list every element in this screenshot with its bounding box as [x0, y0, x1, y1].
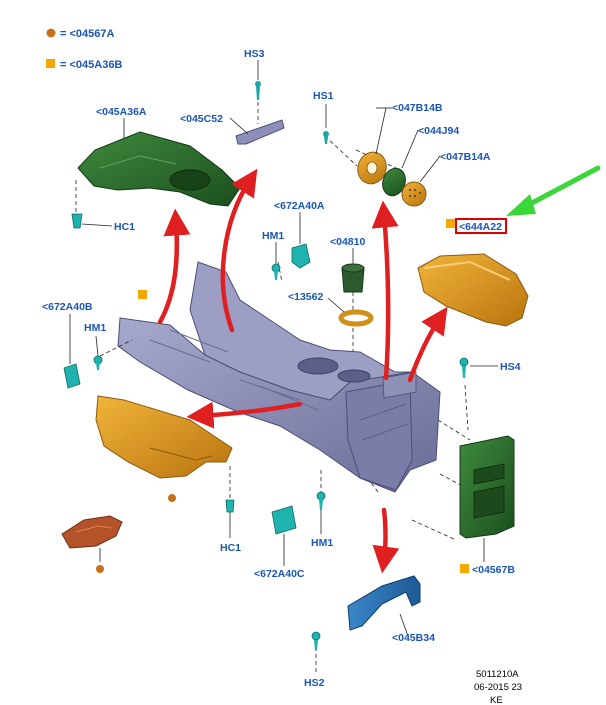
- part-shift-boot: [61, 515, 123, 573]
- part-hc1-top-clip: [71, 213, 113, 229]
- label-hs3: HS3: [244, 48, 265, 60]
- label-672a40a: <672A40A: [274, 200, 325, 212]
- part-045b34-bracket: [347, 575, 421, 637]
- square-marker-04567b: [460, 564, 469, 573]
- part-04810-cup: [341, 248, 365, 293]
- part-left-orange-trim: [95, 395, 233, 502]
- part-047b14b-ring: [357, 107, 392, 185]
- label-047b14b: <047B14B: [392, 102, 443, 114]
- label-04810: <04810: [330, 236, 365, 248]
- legend-label-04567a: = <04567A: [60, 28, 114, 40]
- footer-code-block: 5011210A 06-2015 23 KE: [474, 669, 522, 705]
- part-045a36a-panel: [77, 131, 241, 207]
- legend-label-045a36b: = <045A36B: [60, 59, 122, 71]
- part-672a40b-clip: [63, 314, 81, 389]
- part-hm1-top-bolt: [271, 242, 281, 280]
- part-hs1-screw: [323, 104, 329, 144]
- footer-revision: KE: [490, 695, 503, 705]
- label-hs1: HS1: [313, 90, 334, 102]
- label-hc1-top: HC1: [114, 221, 135, 233]
- label-hs2: HS2: [304, 677, 325, 689]
- label-047b14a: <047B14A: [440, 151, 491, 163]
- part-13562-ring: [327, 297, 374, 327]
- label-672a40c: <672A40C: [254, 568, 305, 580]
- green-pointer-arrow: [506, 165, 601, 216]
- footer-code: 5011210A: [476, 669, 519, 680]
- legend: = <04567A = <045A36B: [46, 28, 122, 71]
- label-hc1-bottom: HC1: [220, 542, 241, 554]
- label-044j94: <044J94: [418, 125, 459, 137]
- part-644a22-armrest: [417, 253, 529, 327]
- part-672a40a-clip: [291, 212, 311, 269]
- label-hm1-bottom: HM1: [311, 537, 333, 549]
- label-hm1-top: HM1: [262, 230, 284, 242]
- label-045a36a: <045A36A: [96, 106, 147, 118]
- center-console-body: [117, 261, 441, 493]
- label-045b34: <045B34: [392, 632, 435, 644]
- part-045c52-bracket: [229, 117, 285, 145]
- part-hs3-screw: [255, 60, 261, 100]
- legend-circle-icon: [46, 28, 56, 38]
- part-044j94-disk: [382, 129, 419, 197]
- part-672a40c-clip: [271, 505, 297, 566]
- label-672a40b: <672A40B: [42, 301, 93, 313]
- highlight-box-644a22: [455, 218, 507, 234]
- footer-date: 06-2015 23: [474, 682, 522, 693]
- part-labels: HS3 <045A36A <045C52 HS1 <047B14B <044J9…: [42, 48, 521, 689]
- label-hm1-left: HM1: [84, 322, 106, 334]
- label-13562: <13562: [288, 291, 323, 303]
- part-04567b-rear-panel: [459, 435, 515, 562]
- label-04567b: <04567B: [472, 564, 515, 576]
- legend-square-icon: [46, 59, 55, 68]
- part-hc1-bottom-clip: [225, 499, 235, 538]
- label-hs4: HS4: [500, 361, 521, 373]
- label-644a22: <644A22: [459, 221, 502, 233]
- red-direction-arrows: [157, 168, 448, 574]
- part-hm1-bottom-bolt: [316, 491, 326, 534]
- square-marker-left: [138, 290, 147, 299]
- part-hs2-screw: [311, 631, 321, 650]
- part-hm1-left-bolt: [93, 335, 133, 370]
- label-045c52: <045C52: [180, 113, 223, 125]
- part-hs4-screw: [459, 357, 498, 378]
- part-047b14a-grille: [401, 155, 441, 207]
- square-marker-644a22: [446, 219, 455, 228]
